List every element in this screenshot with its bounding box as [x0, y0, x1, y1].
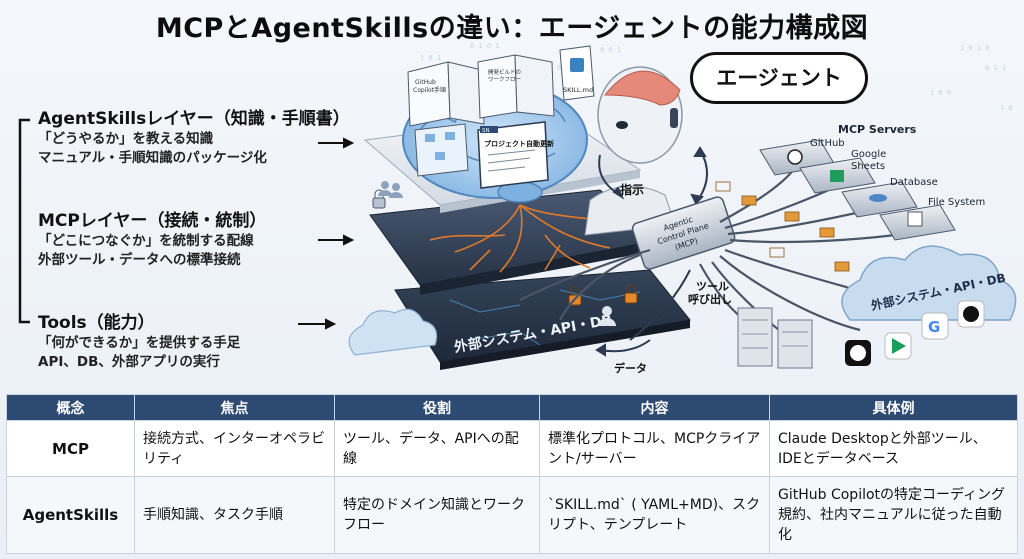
comparison-table: 概念 焦点 役割 内容 具体例 MCP 接続方式、インターオペラビリティ ツール…: [6, 394, 1018, 554]
table-row: MCP 接続方式、インターオペラビリティ ツール、データ、APIへの配線 標準化…: [6, 419, 1018, 478]
server-label-filesystem: File System: [928, 197, 985, 208]
flowchart-icon: [414, 123, 469, 177]
skills-layer-desc-2: マニュアル・手順知識のパッケージ化: [38, 150, 267, 166]
server-box-database: [841, 181, 918, 218]
tool-call-arrow: [629, 269, 691, 341]
table-header: 概念: [6, 394, 135, 421]
tools-layer-desc-1: 「何ができるか」を提供する手足: [38, 335, 241, 351]
table-header-row: 概念 焦点 役割 内容 具体例: [6, 394, 1018, 421]
cloud-icon: 外部システム・API・DB: [841, 245, 1017, 321]
svg-text:Copilot手順: Copilot手順: [413, 86, 446, 94]
server-label-github: GitHub: [810, 138, 845, 149]
svg-text:G: G: [928, 318, 940, 336]
user-icon: [598, 306, 616, 326]
data-arrow: [595, 339, 651, 357]
server-label-sheets-1: Google: [851, 149, 886, 160]
table-header: 役割: [334, 394, 540, 421]
table-cell-focus: 手順知識、タスク手順: [134, 476, 335, 554]
svg-text:SN: SN: [482, 128, 490, 134]
screen-icon: SN プロジェクト自動更新: [477, 121, 554, 189]
table-header: 具体例: [769, 394, 1018, 421]
tool-call-label-2: 呼び出し: [688, 292, 732, 306]
root-network: [429, 204, 626, 273]
layer-arrows: [298, 137, 355, 330]
table-cell-focus: 接続方式、インターオペラビリティ: [134, 419, 335, 478]
tools-layer-text: Tools（能力） 「何ができるか」を提供する手足 API、DB、外部アプリの実…: [38, 312, 240, 372]
instruction-label: 指示: [620, 182, 644, 197]
table-header: 焦点: [134, 394, 335, 421]
server-label-sheets-2: Sheets: [851, 161, 885, 172]
svg-text:1 0: 1 0: [1000, 104, 1013, 112]
table-row: AgentSkills 手順知識、タスク手順 特定のドメイン知識とワークフロー …: [6, 476, 1018, 554]
table-cell-content: 標準化プロトコル、MCPクライアント/サーバー: [539, 419, 770, 478]
users-icon: [378, 181, 403, 198]
app-icons: G: [845, 300, 985, 366]
svg-text:0 1 0 1: 0 1 0 1: [470, 42, 500, 50]
cloud-icon: [348, 308, 438, 356]
svg-text:開発ビルドの: 開発ビルドの: [488, 68, 521, 76]
table-cell-example: Claude Desktopと外部ツール、IDEとデータベース: [769, 419, 1018, 478]
server-rack-icon: [737, 307, 813, 369]
table-cell-example: GitHub Copilotの特定コーディング規約、社内マニュアルに従った自動化: [769, 476, 1018, 554]
google-icon: [921, 312, 949, 340]
svg-text:GitHub: GitHub: [415, 79, 436, 86]
mcp-servers-label: MCP Servers: [838, 123, 917, 136]
book-icon: GitHub Copilot手順: [407, 61, 485, 127]
tools-layer-heading: Tools（能力）: [38, 313, 155, 333]
table-cell-concept: AgentSkills: [6, 476, 135, 554]
skills-layer-text: AgentSkillsレイヤー（知識・手順書） 「どうやるか」を教える知識 マニ…: [38, 108, 350, 168]
layer-bracket: [18, 118, 30, 324]
mcp-layer-heading: MCPレイヤー（接続・統制）: [38, 211, 267, 231]
agent-bubble: エージェント: [690, 52, 868, 104]
svg-text:ワークフロー: ワークフロー: [488, 76, 521, 83]
tools-layer-desc-2: API、DB、外部アプリの実行: [38, 354, 220, 370]
mcp-layer-desc-1: 「どこにつなぐか」を統制する配線: [38, 233, 254, 249]
mcp-layer-text: MCPレイヤー（接続・統制） 「どこにつなぐか」を統制する配線 外部ツール・デー…: [38, 210, 266, 270]
svg-text:SKILL.md: SKILL.md: [563, 86, 593, 94]
tool-call-label-1: ツール: [696, 280, 729, 293]
svg-text:1 0 1: 1 0 1: [420, 54, 441, 62]
tools-layer: 外部システム・API・DB: [394, 269, 691, 370]
table-header: 内容: [539, 394, 770, 421]
table-cell-concept: MCP: [6, 419, 135, 478]
table-cell-content: `SKILL.md` ( YAML+MD)、スクリプト、テンプレート: [539, 476, 770, 554]
skills-layer-heading: AgentSkillsレイヤー（知識・手順書）: [38, 109, 350, 129]
feedback-arrow: [690, 146, 708, 205]
document-icon: SKILL.md: [559, 45, 595, 101]
instruction-arrow: [598, 154, 625, 200]
server-box-sheets: [799, 157, 876, 194]
skills-layer: GitHub Copilot手順 開発ビルドの ワークフロー SKILL.md …: [363, 45, 642, 213]
svg-text:0 0 1: 0 0 1: [600, 46, 621, 54]
svg-text:0 1 1: 0 1 1: [985, 64, 1006, 72]
svg-text:1 0 1 0: 1 0 1 0: [960, 44, 990, 52]
data-label: データ: [614, 361, 647, 375]
cable-tags: [715, 181, 850, 272]
server-box-filesystem: [879, 204, 956, 241]
skills-layer-desc-1: 「どうやるか」を教える知識: [38, 131, 214, 147]
svg-text:1 0 0: 1 0 0: [930, 89, 951, 97]
server-label-database: Database: [890, 177, 938, 188]
page-title: MCPとAgentSkillsの違い：エージェントの能力構成図: [155, 13, 869, 44]
svg-text:プロジェクト自動更新: プロジェクト自動更新: [484, 139, 554, 148]
table-cell-role: ツール、データ、APIへの配線: [334, 419, 540, 478]
table-cell-role: 特定のドメイン知識とワークフロー: [334, 476, 540, 554]
capability-diagram: 1 0 10 1 0 11 1 0 0 0 11 0 1 00 1 1 1 0 …: [18, 42, 1017, 375]
mcp-layer-desc-2: 外部ツール・データへの標準接続: [38, 252, 241, 268]
book-icon: 開発ビルドの ワークフロー: [477, 54, 555, 119]
